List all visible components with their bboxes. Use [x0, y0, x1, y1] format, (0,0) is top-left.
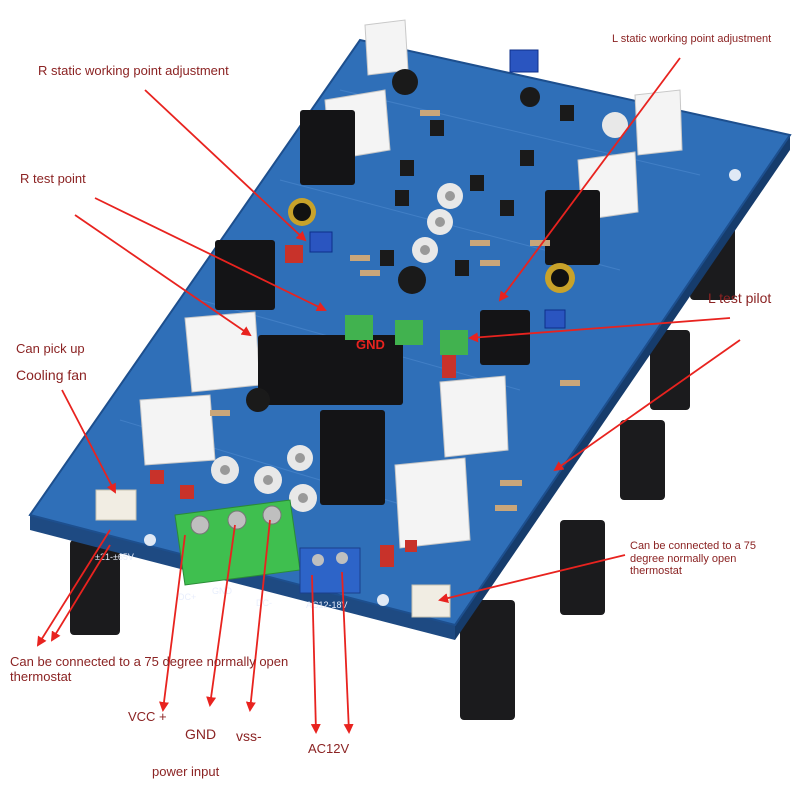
label-thermostat-left: Can be connected to a 75 degree normally… [10, 654, 289, 684]
label-gnd-center: GND [356, 337, 385, 352]
label-thermostat-right: Can be connected to a 75 degree normally… [630, 540, 756, 578]
label-can-pick-up: Can pick up [16, 341, 85, 356]
ac-terminal-block: AC12-18V [299, 547, 361, 610]
svg-text:AC12-18V: AC12-18V [306, 600, 348, 610]
label-r-test-point: R test point [20, 171, 86, 186]
svg-text:±21-±65V: ±21-±65V [95, 552, 134, 562]
label-l-test-pilot: L test pilot [708, 290, 772, 306]
svg-text:DC+: DC+ [178, 592, 196, 602]
label-gnd-bottom: GND [185, 726, 217, 742]
label-cooling-fan: Cooling fan [16, 367, 87, 383]
svg-text:GND: GND [212, 586, 233, 596]
label-vcc: VCC + [128, 709, 167, 724]
label-ac12v: AC12V [308, 741, 350, 756]
label-l-static-adjustment: L static working point adjustment [612, 33, 772, 45]
label-r-static-adjustment: R static working point adjustment [38, 63, 229, 78]
label-power-input: power input [152, 764, 220, 779]
svg-text:DC-: DC- [256, 598, 272, 608]
label-vss: vss- [236, 728, 262, 744]
